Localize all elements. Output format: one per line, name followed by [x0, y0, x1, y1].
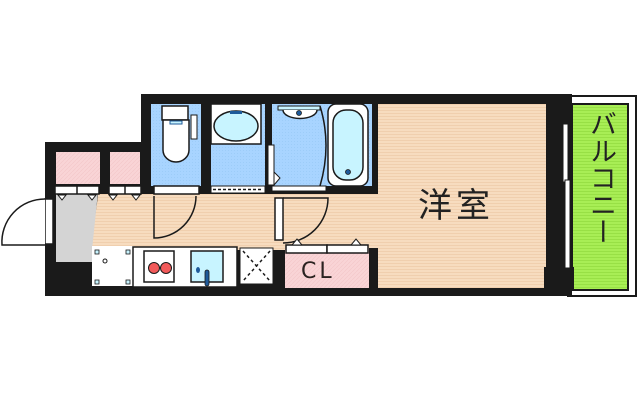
entry-door[interactable] — [1, 198, 54, 246]
balcony — [567, 95, 637, 297]
western-room — [378, 104, 546, 288]
balcony-window[interactable] — [562, 123, 571, 269]
closet-label: CL — [301, 259, 335, 284]
kitchen — [92, 246, 274, 288]
entrance — [56, 192, 98, 262]
pillar — [544, 267, 574, 291]
toilet-door[interactable] — [153, 195, 197, 239]
washroom — [210, 103, 266, 194]
bathroom — [267, 103, 372, 192]
western-room-label: 洋室 — [418, 186, 494, 226]
toilet-room — [151, 104, 201, 195]
balcony-label: バルコニー — [585, 110, 616, 245]
shoe-cabinet — [54, 152, 142, 201]
room-door[interactable] — [274, 197, 329, 244]
closet — [285, 238, 369, 288]
